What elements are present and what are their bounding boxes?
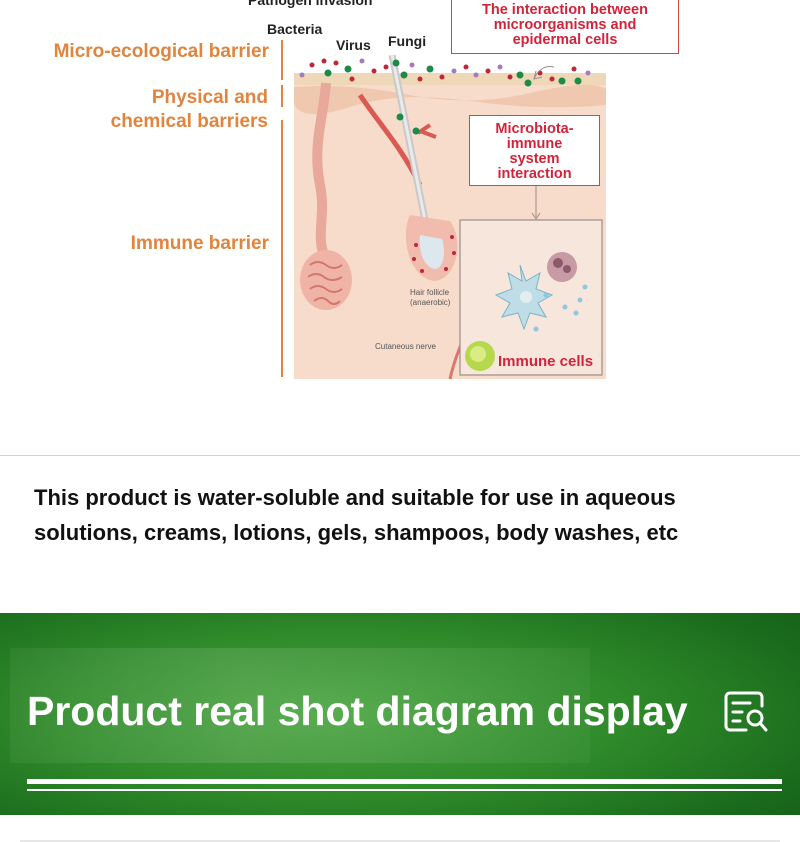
description-line: solutions, creams, lotions, gels, shampo… — [34, 520, 679, 545]
interaction-box-line: epidermal cells — [512, 32, 618, 48]
banner-underline-thin — [27, 789, 782, 791]
microbiota-box-line: Microbiota- — [495, 121, 574, 137]
bacteria-label: Bacteria — [267, 21, 323, 37]
hair-follicle-line: Hair follicle — [410, 288, 450, 297]
interaction-box: The interaction between microorganisms a… — [451, 0, 679, 54]
skin-illustration — [294, 55, 606, 380]
description-line: This product is water-soluble and suitab… — [34, 485, 676, 510]
bottom-divider — [20, 840, 780, 842]
document-search-icon — [724, 691, 768, 732]
banner-title: Product real shot diagram display — [27, 688, 688, 734]
microbiota-box-line: system — [509, 151, 560, 167]
microbiota-box-line: immune — [506, 136, 563, 152]
microbiota-box-line: interaction — [497, 166, 572, 182]
physical-barrier-line: Physical and — [151, 87, 268, 108]
section-divider — [0, 455, 800, 456]
pathogen-label: Pathogen invasion — [248, 0, 373, 8]
banner-highlight — [10, 648, 590, 763]
product-description: This product is water-soluble and suitab… — [34, 480, 774, 550]
interaction-box-line: The interaction between — [482, 2, 648, 18]
hair-follicle-line: (anaerobic) — [410, 298, 451, 307]
immune-cells-label: Immune cells — [498, 353, 594, 370]
virus-label: Virus — [336, 37, 371, 53]
immune-barrier-label: Immune barrier — [130, 233, 269, 254]
banner-underline-thick — [27, 779, 782, 784]
hair-follicle-label: Hair follicle (anaerobic) — [410, 288, 450, 308]
barrier-bracket — [281, 40, 283, 377]
microbiota-box: Microbiota- immune system interaction — [469, 115, 600, 186]
micro-barrier-label: Micro-ecological barrier — [53, 41, 269, 62]
cutaneous-nerve-label: Cutaneous nerve — [375, 342, 436, 351]
fungi-label: Fungi — [388, 33, 427, 49]
physical-barrier-line: chemical barriers — [110, 111, 268, 132]
physical-barrier-label: Physical and chemical barriers — [20, 86, 268, 134]
interaction-box-line: microorganisms and — [493, 17, 637, 33]
